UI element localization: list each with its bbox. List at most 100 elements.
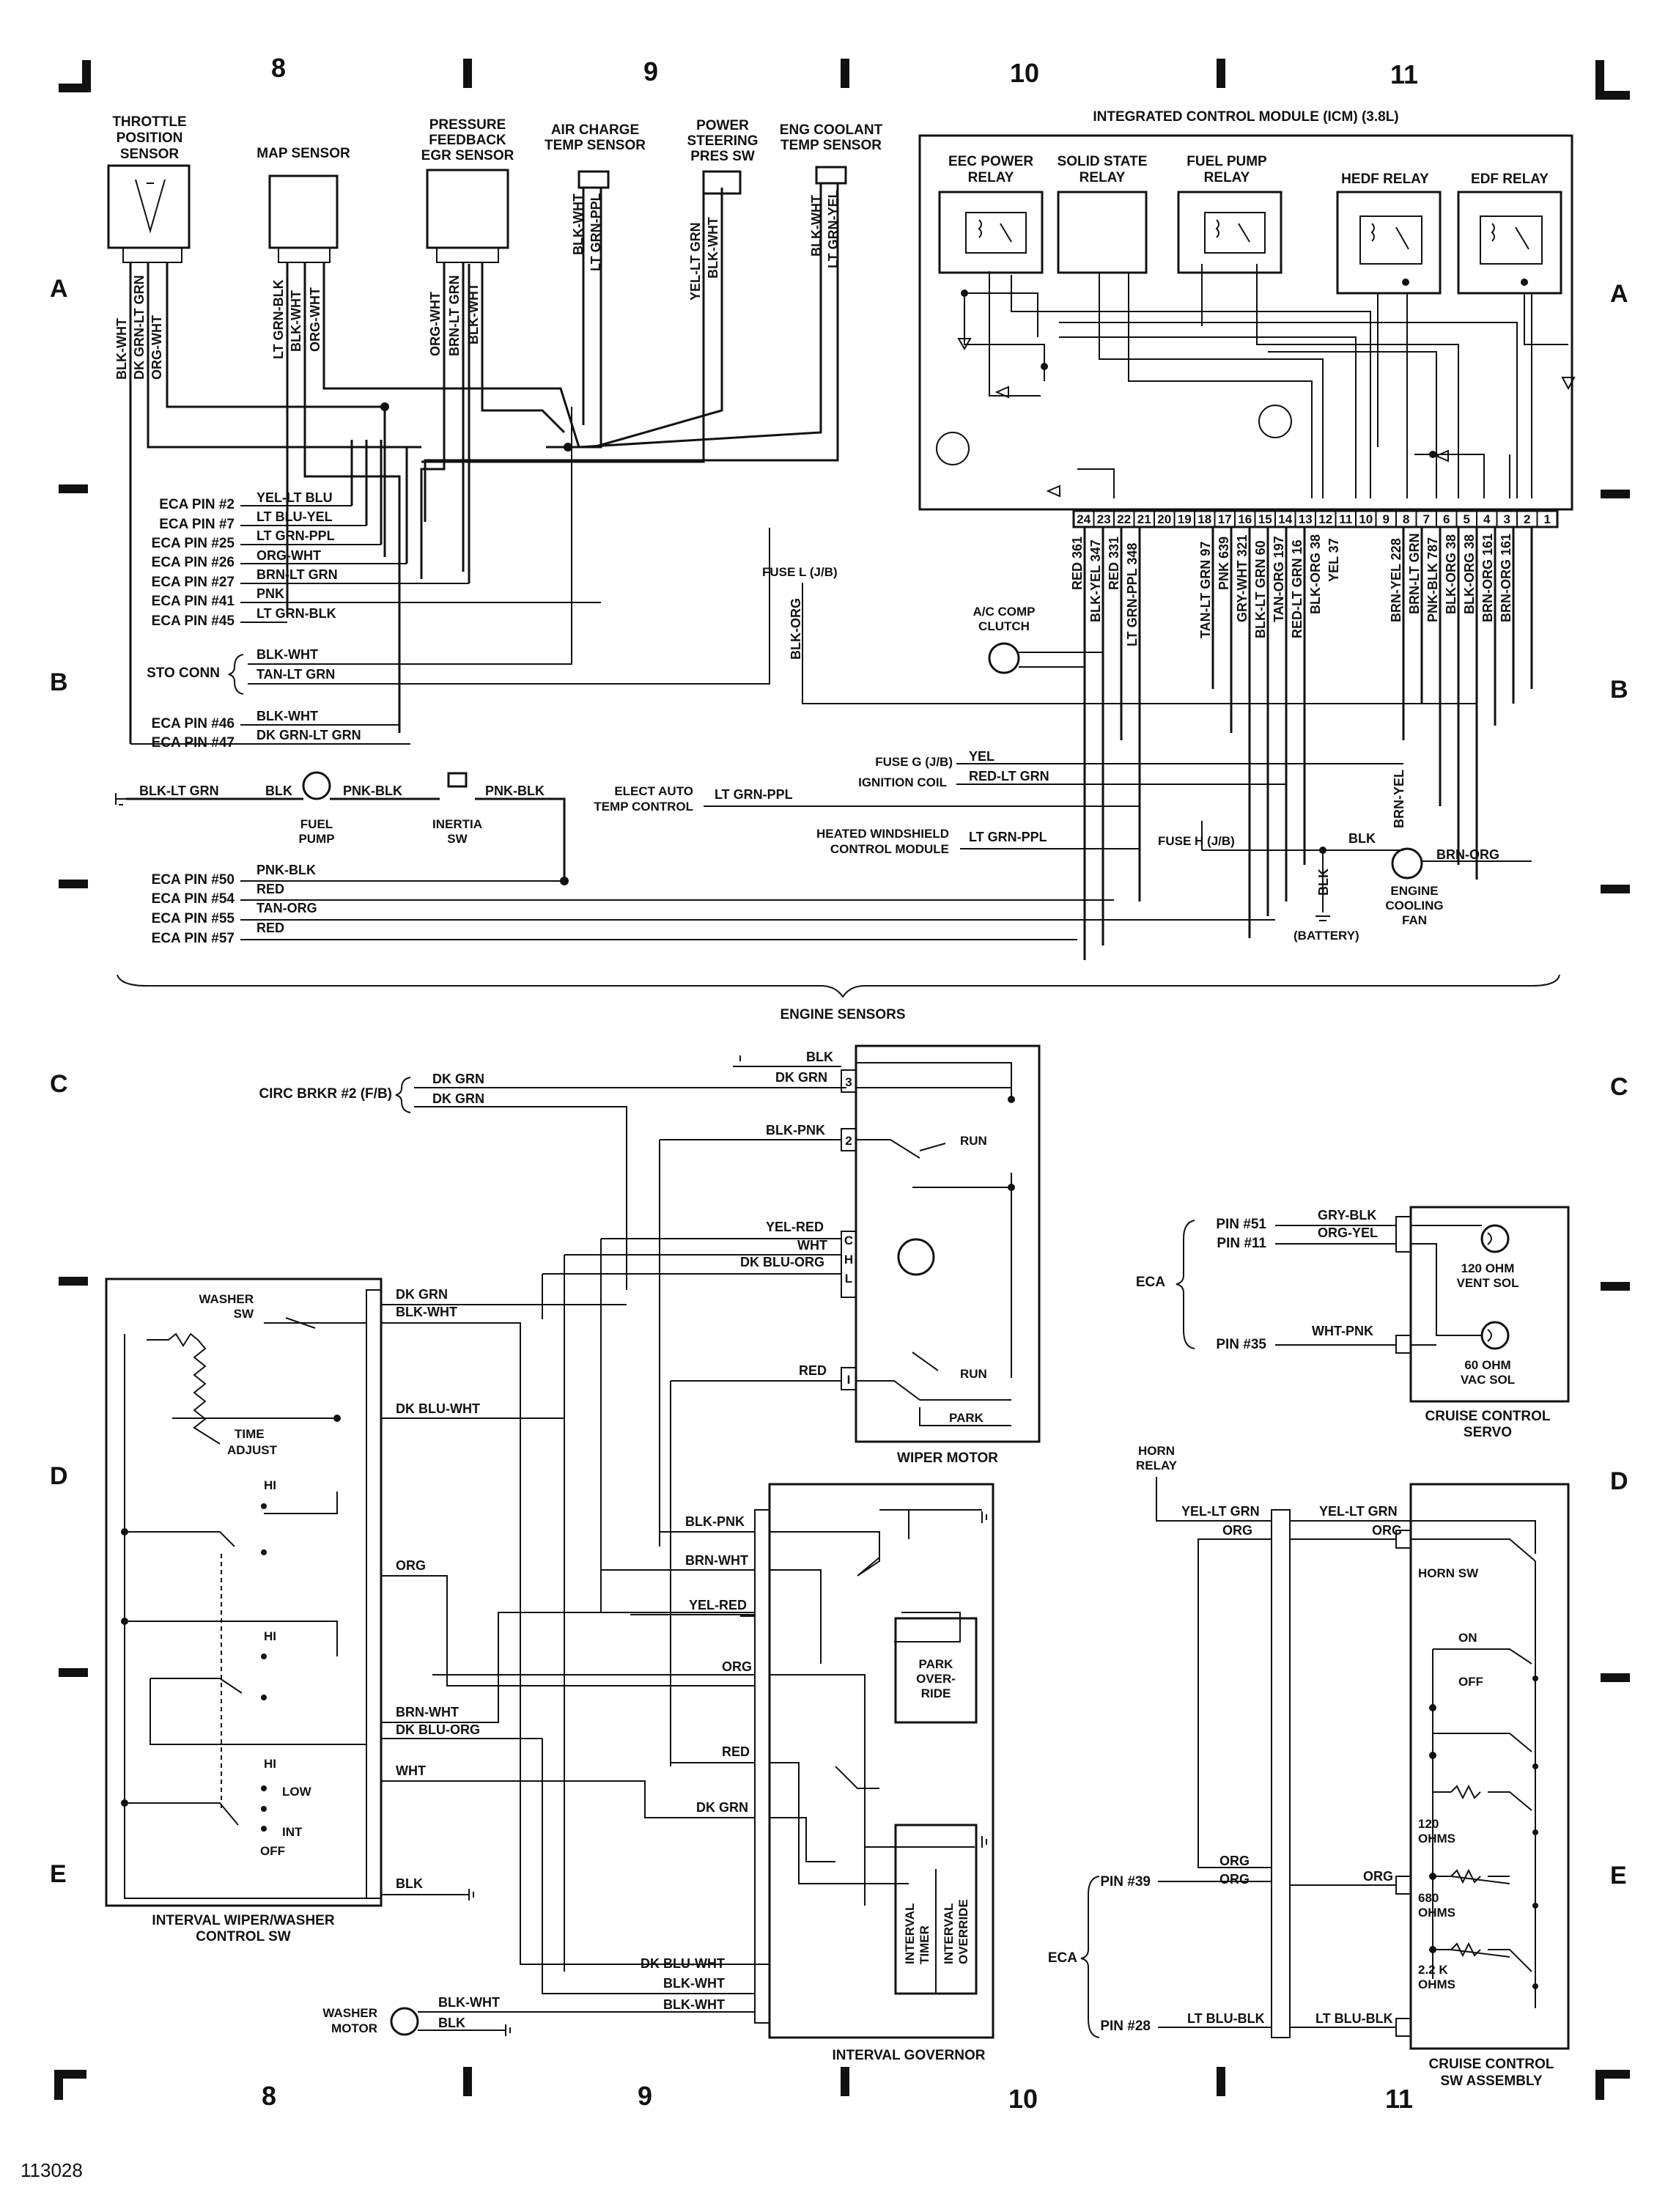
- wire-label: YEL-LT GRN: [688, 222, 703, 301]
- wire: [481, 262, 566, 434]
- icm-pin-number: 20: [1157, 512, 1171, 526]
- icm-pin-wire-label: BRN-YEL 228: [1389, 538, 1403, 622]
- interval-override-label: INTERVAL: [942, 1903, 956, 1964]
- heated-ws-label-2: CONTROL MODULE: [830, 842, 949, 856]
- row-label: C: [1610, 1073, 1628, 1101]
- wire-label: BLK: [438, 2016, 465, 2030]
- wire-label: ORG-WHT: [428, 292, 443, 356]
- control-sw-label-1: INTERVAL WIPER/WASHER: [152, 1913, 334, 1928]
- integrated-control-module: INTEGRATED CONTROL MODULE (ICM) (3.8L) E…: [918, 109, 1576, 960]
- hedf-relay: [1336, 191, 1442, 295]
- tps-connector: [122, 247, 182, 263]
- relay-title: RELAY: [1080, 170, 1126, 185]
- relay-title: RELAY: [968, 170, 1014, 185]
- icm-pin-wire-label: BLK-ORG 38: [1308, 534, 1323, 614]
- int-label: INT: [282, 1825, 303, 1839]
- servo-connector: [1395, 1216, 1411, 1253]
- row-tick: [59, 1668, 88, 1677]
- eca-pin-label: ECA PIN #25: [152, 536, 235, 551]
- icm-pin-number: 18: [1197, 512, 1211, 526]
- sw-assembly-label-1: CRUISE CONTROL: [1429, 2057, 1554, 2072]
- servo-label-2: SERVO: [1464, 1425, 1512, 1440]
- wire: [130, 724, 399, 745]
- diode: [957, 338, 972, 351]
- vent-sol-label-1: 120 OHM: [1461, 1261, 1515, 1275]
- wire: [248, 407, 770, 685]
- icm-pin-wire-label: TAN-LT GRN 97: [1198, 542, 1213, 638]
- wire-label: BLK: [265, 784, 292, 798]
- splice: [1402, 279, 1409, 286]
- row-tick: [1601, 1282, 1630, 1291]
- terminal-i: [841, 1367, 857, 1390]
- icm-pin-wire-label: RED 331: [1107, 537, 1121, 590]
- wire-label: DK GRN-LT GRN: [132, 275, 147, 380]
- wire-label: YEL-LT GRN: [1181, 1504, 1260, 1519]
- wire-label: WHT: [396, 1763, 426, 1778]
- corner-mark-top-left: [59, 60, 91, 92]
- contact: [1532, 1983, 1538, 1989]
- eca-pin-label: ECA PIN #50: [152, 872, 235, 888]
- wiper-section: CIRC BRKR #2 (F/B) DK GRN DK GRN WIPER M…: [105, 1044, 1041, 2063]
- wire-label: BLK: [806, 1050, 833, 1064]
- column-tick: [1217, 2067, 1225, 2096]
- washer-sw-label-2: SW: [234, 1307, 254, 1321]
- elect-auto-label-1: ELECT AUTO: [614, 784, 693, 798]
- diode: [1434, 449, 1449, 462]
- wire-label: TAN-LT GRN: [257, 667, 335, 682]
- wire-label: BLK-LT GRN: [139, 784, 219, 798]
- splice: [121, 1528, 128, 1536]
- eca-pins-top: ECA PIN #2 ECA PIN #7 ECA PIN #25 ECA PI…: [152, 264, 601, 629]
- relay-title: SOLID STATE: [1058, 154, 1148, 169]
- engine-sensors-section: THROTTLE POSITION SENSOR MAP SENSOR PRES…: [107, 114, 1560, 1022]
- eca-pin-label: ECA PIN #41: [152, 594, 235, 609]
- relay-coil-contact: [1480, 215, 1543, 265]
- park-label: PARK: [949, 1411, 984, 1425]
- ignition-coil-label: IGNITION COIL: [858, 775, 947, 789]
- icm-pin-number: 24: [1077, 512, 1090, 526]
- splice: [1429, 451, 1436, 458]
- wire-label: PNK-BLK: [343, 784, 402, 798]
- engine-sensors-brace: [117, 974, 1560, 998]
- horn-sw-label: HORN SW: [1418, 1566, 1479, 1580]
- vac-solenoid: [1480, 1321, 1510, 1350]
- icm-pin-wire-label: PNK 639: [1217, 537, 1231, 590]
- terminal-3: [841, 1069, 857, 1093]
- icm-pin-number: 2: [1524, 512, 1530, 526]
- wire-label: ORG-WHT: [257, 548, 321, 563]
- wire: [1197, 1520, 1536, 1868]
- pfe-connector: [436, 247, 499, 263]
- off-label: OFF: [1458, 1675, 1483, 1689]
- switch-connector: [366, 1289, 382, 1899]
- horn-relay-label-2: RELAY: [1136, 1459, 1178, 1472]
- icm-pin-wire-label: RED-LT GRN 16: [1290, 539, 1304, 638]
- wire-label: ORG: [722, 1659, 752, 1674]
- wire: [1315, 849, 1532, 921]
- fuse-l-label: FUSE L (J/B): [762, 565, 838, 579]
- r120-label-1: 120: [1418, 1817, 1439, 1831]
- splice: [1521, 279, 1528, 286]
- wiper-motor-armature: [897, 1238, 935, 1276]
- wire-label: BRN-LT GRN: [257, 567, 338, 582]
- wire-label: ORG-WHT: [308, 287, 322, 352]
- row-label: D: [1610, 1467, 1628, 1495]
- contact: [1532, 1903, 1538, 1909]
- ground-symbol: [468, 1889, 474, 1901]
- relay-title: FUEL PUMP: [1187, 154, 1267, 169]
- icm-title: INTEGRATED CONTROL MODULE (ICM) (3.8L): [1093, 109, 1398, 125]
- pressure-feedback-egr-sensor: [426, 169, 509, 249]
- icm-pin-number: 16: [1238, 512, 1252, 526]
- relay-coil-contact: [1204, 212, 1266, 254]
- icm-internal-wires: [964, 264, 1568, 498]
- pin-label: PIN #11: [1217, 1236, 1266, 1251]
- brace: [1176, 1220, 1195, 1349]
- ground-symbol: [981, 1511, 987, 1848]
- park-override-label: PARK: [919, 1657, 954, 1671]
- eca-pin-label: ECA PIN #46: [152, 716, 235, 731]
- icm-pin-number: 11: [1339, 512, 1352, 526]
- r680-label-2: OHMS: [1418, 1906, 1455, 1920]
- relay-coil-contact: [965, 212, 1027, 254]
- pin-label: PIN #35: [1216, 1337, 1266, 1352]
- icm-pin-number: 7: [1423, 512, 1430, 526]
- psps-title-line2: STEERING: [687, 133, 758, 149]
- fuel-pump-label-1: FUEL: [300, 817, 333, 831]
